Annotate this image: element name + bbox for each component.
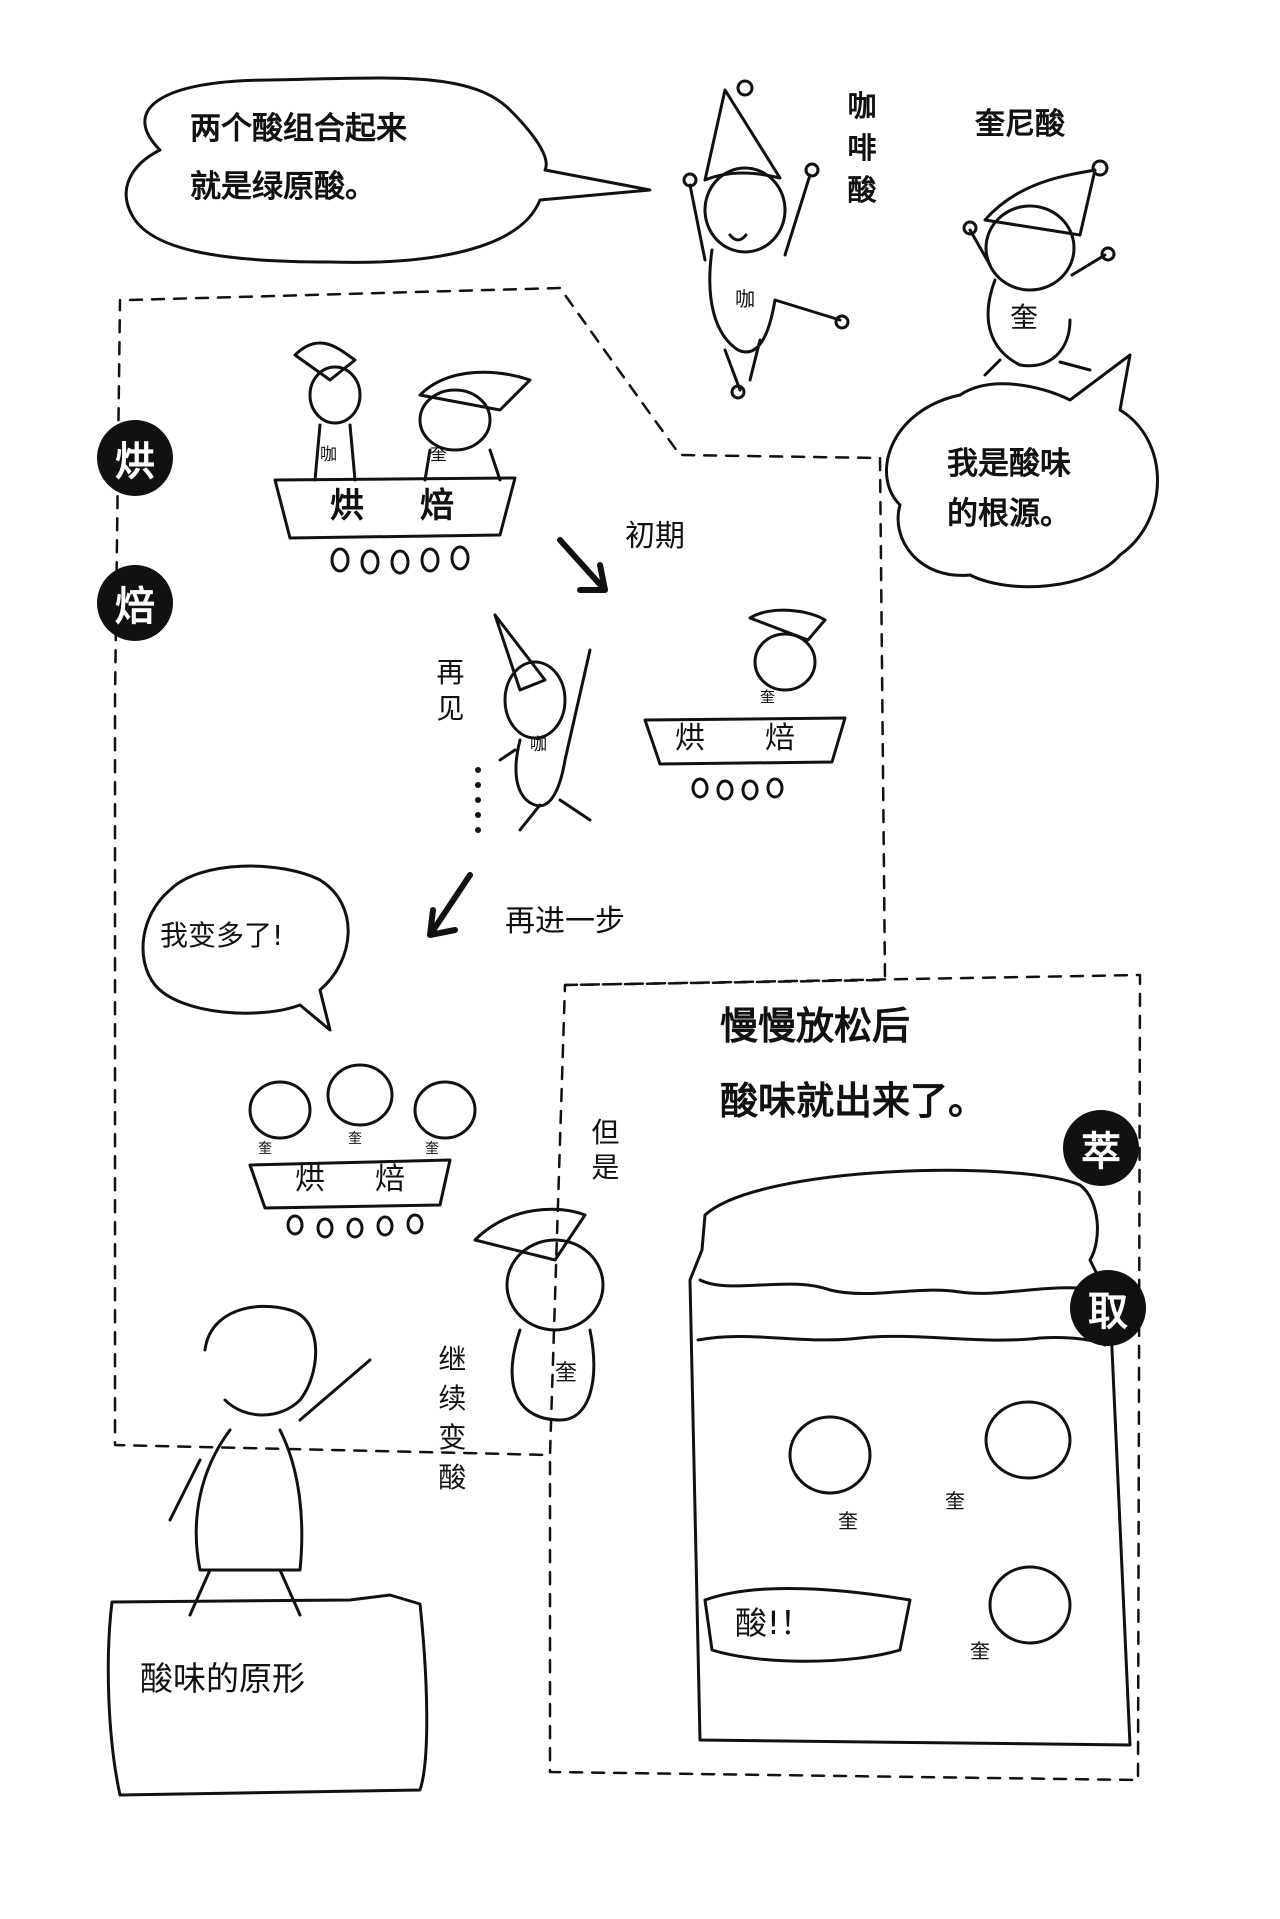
badge-extract-2: 取 [1070, 1270, 1146, 1346]
basket1-label-a: 烘 [330, 486, 364, 526]
speech-bubble-more [141, 864, 350, 1032]
quinic-shirt-sulking: 奎 [555, 1361, 578, 1386]
quinic-shirt-basket3-b: 奎 [348, 1131, 362, 1147]
prototype-sign [106, 1593, 429, 1797]
bubble-top-line2: 就是绿原酸。 [190, 169, 376, 205]
quinic-shirt-jar-a: 奎 [838, 1509, 858, 1533]
quinic-shirt-jar-b: 奎 [945, 1489, 965, 1513]
extract-dashed-region [548, 973, 1142, 1782]
quinic-acid-label: 奎尼酸 [975, 107, 1065, 142]
coffee-acid-character [682, 79, 850, 400]
bubble-quinic-line1: 我是酸味 [947, 446, 1071, 482]
goodbye-label: 再见 [436, 656, 465, 726]
coffee-acid-leaving [493, 613, 592, 832]
roast-basket-initial [273, 341, 532, 575]
bubble-quinic-line2: 的根源。 [947, 496, 1071, 532]
speech-bubble-top [124, 76, 652, 264]
quinic-shirt-basket3-a: 奎 [258, 1141, 272, 1157]
badge-roast-1: 烘 [97, 420, 173, 496]
roast-basket-quinic-only [643, 608, 847, 801]
quinic-shirt-basket1: 奎 [430, 445, 447, 465]
basket1-label-b: 焙 [420, 486, 454, 526]
basket3-label-a: 烘 [295, 1162, 325, 1197]
arrow-further-label: 再进一步 [505, 904, 625, 939]
basket2-label-a: 烘 [675, 721, 705, 756]
arrow-early [557, 537, 608, 593]
quinic-acid-character [962, 159, 1116, 377]
basket3-label-b: 焙 [375, 1162, 405, 1197]
extract-title-line1: 慢慢放松后 [720, 1004, 911, 1048]
but-label: 但是 [591, 1116, 620, 1184]
roast-dashed-region [113, 286, 887, 1457]
badge-roast-2: 焙 [97, 565, 173, 641]
arrow-further [427, 872, 473, 938]
quinic-shirt-basket2: 奎 [760, 688, 776, 706]
extraction-jar [688, 1168, 1132, 1747]
badge-extract-1: 萃 [1063, 1110, 1139, 1186]
coffee-shirt-basket1: 咖 [320, 445, 337, 465]
speech-bubble-quinic [885, 353, 1159, 589]
roast-basket-three-quinic [248, 1063, 477, 1239]
coffee-acid-label: 咖啡酸 [847, 89, 877, 208]
goodbye-dots [475, 767, 481, 833]
quinic-shirt-jar-c: 奎 [970, 1639, 990, 1663]
arrow-early-label: 初期 [625, 519, 685, 554]
quinic-shirt-basket3-c: 奎 [425, 1141, 439, 1157]
coffee-shirt-top: 咖 [735, 287, 755, 311]
quinic-sulking-character [473, 1207, 605, 1422]
man-character [168, 1304, 372, 1617]
sour-shout: 酸!！ [735, 1604, 812, 1642]
bubble-top-line1: 两个酸组合起来 [190, 111, 407, 147]
basket2-label-b: 焙 [765, 721, 795, 756]
quinic-shirt-top: 奎 [1010, 301, 1039, 334]
keep-sour-label: 继续变酸 [438, 1343, 467, 1494]
bubble-more-text: 我变多了! [160, 919, 284, 952]
extract-title-line2: 酸味就出来了。 [720, 1079, 987, 1123]
prototype-label: 酸味的原形 [140, 1659, 305, 1698]
coffee-shirt-leaving: 咖 [530, 735, 547, 755]
